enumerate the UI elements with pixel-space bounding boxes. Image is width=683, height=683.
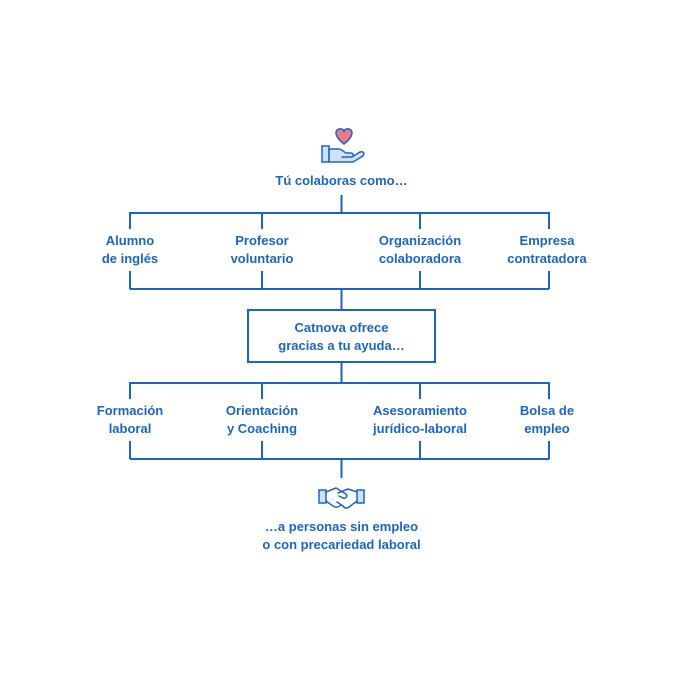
service-asesoramiento: Asesoramiento jurídico-laboral bbox=[372, 403, 467, 436]
service-line1: Formación bbox=[97, 403, 164, 418]
service-formacion: Formación laboral bbox=[97, 403, 164, 436]
service-line2: empleo bbox=[524, 421, 570, 436]
bottom-caption-line1: …a personas sin empleo bbox=[265, 519, 418, 534]
center-box-line1: Catnova ofrece bbox=[295, 320, 389, 335]
service-orientacion: Orientación y Coaching bbox=[226, 403, 298, 436]
palm-shape bbox=[328, 148, 365, 163]
role-line2: colaboradora bbox=[379, 251, 462, 266]
service-bolsa: Bolsa de empleo bbox=[520, 403, 574, 436]
service-line1: Bolsa de bbox=[520, 403, 574, 418]
role-profesor: Profesor voluntario bbox=[231, 233, 294, 266]
left-hand-shape bbox=[325, 487, 348, 508]
bottom-caption-line2: o con precariedad laboral bbox=[262, 537, 420, 552]
role-line1: Empresa bbox=[520, 233, 576, 248]
service-line2: y Coaching bbox=[227, 421, 297, 436]
cuff-shape bbox=[321, 145, 330, 163]
right-cuff-shape bbox=[356, 489, 365, 504]
service-line2: laboral bbox=[109, 421, 152, 436]
role-line2: contratadora bbox=[507, 251, 587, 266]
lower-connectors bbox=[129, 362, 550, 478]
role-line2: voluntario bbox=[231, 251, 294, 266]
role-line1: Alumno bbox=[106, 233, 154, 248]
role-line2: de inglés bbox=[102, 251, 158, 266]
center-box: Catnova ofrece gracias a tu ayuda… bbox=[247, 309, 436, 363]
service-line1: Asesoramiento bbox=[373, 403, 467, 418]
top-caption: Tú colaboras como… bbox=[275, 173, 407, 188]
service-line1: Orientación bbox=[226, 403, 298, 418]
role-line1: Organización bbox=[379, 233, 461, 248]
left-cuff-shape bbox=[318, 489, 327, 504]
right-hand-shape bbox=[336, 488, 358, 509]
role-organizacion: Organización colaboradora bbox=[379, 233, 462, 266]
service-line2: jurídico-laboral bbox=[372, 421, 467, 436]
role-line1: Profesor bbox=[235, 233, 288, 248]
hand-heart-icon bbox=[321, 128, 365, 163]
center-box-line2: gracias a tu ayuda… bbox=[278, 338, 404, 353]
heart-shape bbox=[335, 128, 353, 145]
handshake-icon bbox=[318, 487, 365, 509]
upper-connectors bbox=[129, 195, 550, 310]
role-alumno: Alumno de inglés bbox=[102, 233, 158, 266]
role-empresa: Empresa contratadora bbox=[507, 233, 587, 266]
